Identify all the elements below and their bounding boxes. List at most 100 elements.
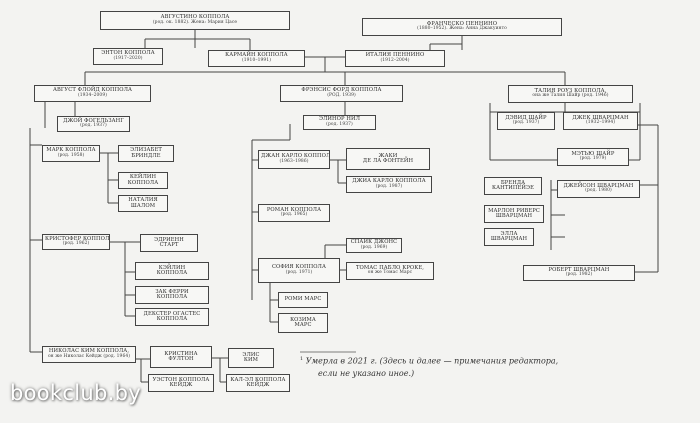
person-name: ЖАКИ — [378, 152, 398, 159]
person-name: ДЖИА КАРЛО КОППОЛА — [352, 178, 426, 185]
person-anton-coppola: ЭНТОН КОППОЛА(1917–2020) — [93, 48, 163, 65]
person-august-coppola: АВГУСТ ФЛОЙД КОППОЛА(1934–2009) — [34, 85, 151, 102]
person-name: КЕЙЛИН — [129, 174, 157, 181]
person-david-shire: ДЭВИД ШАЙР(род. 1937) — [497, 112, 555, 130]
person-romy-mars: РОМИ МАРС — [278, 292, 328, 308]
person-agostino-coppola: АВГУСТИНО КОППОЛА(род. ок. 1882). Жена: … — [100, 11, 290, 30]
person-dates: он же Томас Марс — [367, 270, 413, 276]
footnote: 1 Умерла в 2021 г. (Здесь и далее — прим… — [300, 356, 558, 366]
footnote-line-2: если не указано иное.) — [318, 369, 415, 378]
person-surname: КОППОЛА — [156, 270, 188, 276]
person-dates: (род. 1958) — [57, 152, 85, 158]
person-name: ЭЛИЗАБЕТ — [130, 147, 162, 154]
watermark: bookclub.by — [10, 381, 141, 405]
person-surname: ДЕ ЛА ФОНТЕЙН — [362, 158, 414, 164]
person-name: МЭТЬЮ ШАЙР — [571, 150, 615, 157]
person-francis-ford-coppola: ФРЭНСИС ФОРД КОППОЛА(РОД. 1939) — [280, 85, 403, 102]
person-name: ЭНТОН КОППОЛА — [101, 50, 155, 57]
person-surname: КЕЙДЖ — [246, 382, 270, 388]
person-surname: КОППОЛА — [156, 294, 188, 300]
person-dates: (род. 1971) — [285, 269, 313, 275]
person-surname: КАНТИПЕЙЭЕ — [491, 185, 535, 191]
person-dates: она же Талия Шайр (род. 1946) — [532, 93, 609, 99]
person-name: РОМИ МАРС — [284, 296, 322, 303]
person-francesco-pennino: ФРАНЧЕСКО ПЕННИНО(1880–1952). Жена: Анна… — [362, 18, 562, 36]
person-surname: КОППОЛА — [127, 179, 159, 186]
person-roman-coppola: РОМАН КОППОЛА(род. 1965) — [258, 204, 330, 222]
person-surname: КОППОЛА — [156, 316, 188, 322]
person-name: ДЖАН КАРЛО КОППОЛА — [261, 153, 330, 160]
footnote-marker: 1 — [300, 356, 304, 362]
person-name: ДЖЕЙСОН ШВАРЦМАН — [563, 182, 634, 189]
person-dates: (1932–1994) — [585, 120, 616, 126]
person-christopher-coppola: КРИСТОФЕР КОППОЛА(род. 1962) — [42, 234, 110, 250]
person-spike-jonze: СПАЙК ДЖОНС(род. 1969) — [346, 238, 402, 253]
person-nicolas-cage: НИКОЛАС КИМ КОППОЛА,он же Николас Кейдж … — [42, 346, 136, 363]
person-surname: СТАРТ — [159, 242, 179, 248]
person-italia-pennino: ИТАЛИЯ ПЕННИНО(1912–2004) — [345, 50, 445, 67]
person-dates: (1934–2009) — [77, 92, 108, 98]
person-dates: (РОД. 1939) — [327, 92, 356, 98]
person-name: АВГУСТ ФЛОЙД КОППОЛА — [52, 87, 133, 94]
person-dates: (1963–1986) — [279, 158, 309, 164]
person-name: КАРМАЙН КОППОЛА — [225, 52, 288, 59]
person-surname: КЕЙДЖ — [169, 382, 193, 388]
person-dates: (1880–1952). Жена: Анна Джакуинто — [417, 26, 507, 32]
person-name: ТОМАС ПАБЛО КРОКЕ, — [355, 264, 425, 271]
person-joy-vogelsang: ДЖОЙ ФОГЕЛЬЗАНГ(род. 1937) — [57, 116, 130, 132]
person-dates: он же Николас Кейдж (род. 1964) — [47, 353, 131, 359]
person-robert-schwartzman: РОБЕРТ ШВАРЦМАН(род. 1982) — [523, 265, 635, 281]
person-name: ФРАНЧЕСКО ПЕННИНО — [426, 20, 498, 27]
person-jack-schwartzman: ДЖЕК ШВАРЦМАН(1932–1994) — [563, 112, 638, 130]
person-dates: (род. 1937) — [326, 121, 353, 127]
person-name: КЭЙЛИН — [158, 264, 186, 271]
person-name: ДЕКСТЕР ОГАСТЕС — [143, 310, 201, 317]
person-dates: (род. 1987) — [375, 183, 403, 189]
person-name: ЭЛЛА — [500, 230, 518, 237]
person-name: ЭДРИЕНН — [154, 236, 184, 243]
person-name: МАРК КОППОЛА — [46, 147, 96, 154]
person-surname: ШВАРЦМАН — [490, 236, 528, 242]
person-matthew-shire: МЭТЬЮ ШАЙР(род. 1979) — [557, 148, 629, 166]
person-jason-schwartzman: ДЖЕЙСОН ШВАРЦМАН(род. 1980) — [557, 180, 640, 198]
person-name: УЭСТОН КОППОЛА — [152, 376, 210, 383]
person-name: ДЭВИД ШАЙР — [505, 114, 547, 121]
person-name: АВГУСТИНО КОППОЛА — [160, 14, 230, 21]
footnote-line-1: Умерла в 2021 г. (Здесь и далее — примеч… — [305, 356, 559, 366]
person-name: КАЛ-ЭЛ КОППОЛА — [230, 376, 286, 383]
person-surname: ШВАРЦМАН — [495, 213, 533, 219]
person-marc-coppola: МАРК КОППОЛА(род. 1958) — [42, 145, 100, 162]
person-surname: БРИНДЛЕ — [131, 152, 161, 159]
person-surname: МАРС — [294, 322, 312, 328]
person-name: ЭЛИС — [242, 351, 260, 358]
person-dates: (род. 1979) — [579, 156, 607, 162]
person-name: ЭЛИНОР НИЛ — [318, 116, 361, 123]
person-eleanor-neil: ЭЛИНОР НИЛ(род. 1937) — [303, 115, 376, 130]
person-surname: КИМ — [243, 357, 259, 363]
person-name: ЗАК ФЕРРИ — [155, 288, 189, 295]
person-surname: ФУЛТОН — [168, 356, 194, 362]
person-dates: (род. 1969) — [360, 244, 388, 250]
person-name: ДЖЕК ШВАРЦМАН — [572, 114, 629, 121]
person-talia-coppola: ТАЛИЯ РОУЗ КОППОЛА,она же Талия Шайр (ро… — [508, 85, 633, 103]
footnote-continuation: если не указано иное.) — [318, 369, 414, 378]
person-name: ФРЭНСИС ФОРД КОППОЛА — [301, 87, 382, 94]
person-name: СОФИЯ КОППОЛА — [271, 264, 327, 271]
person-name: ДЖОЙ ФОГЕЛЬЗАНГ — [63, 117, 124, 124]
person-name: КРИСТИНА — [164, 350, 198, 357]
person-dates: (род. ок. 1882). Жена: Мария Цасе — [152, 19, 238, 25]
person-gian-carlo-coppola: ДЖАН КАРЛО КОППОЛА(1963–1986) — [258, 150, 330, 169]
person-dates: (род. 1982) — [565, 272, 593, 278]
